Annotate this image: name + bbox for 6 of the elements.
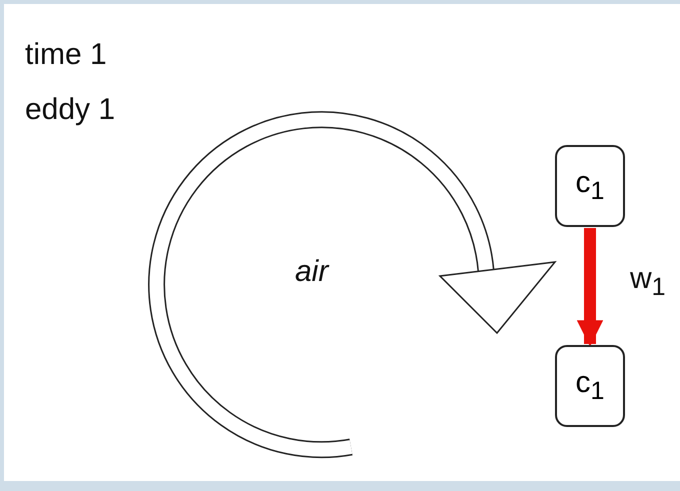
- caption-text: time 1: [25, 38, 107, 72]
- edge-label: w$_{1}$: [630, 262, 666, 302]
- caption-text: eddy 1: [25, 93, 116, 127]
- fluid-label: air: [295, 255, 328, 289]
- concentration-box: c$_{1}$: [555, 345, 625, 427]
- concentration-box: c$_{1}$: [555, 145, 625, 227]
